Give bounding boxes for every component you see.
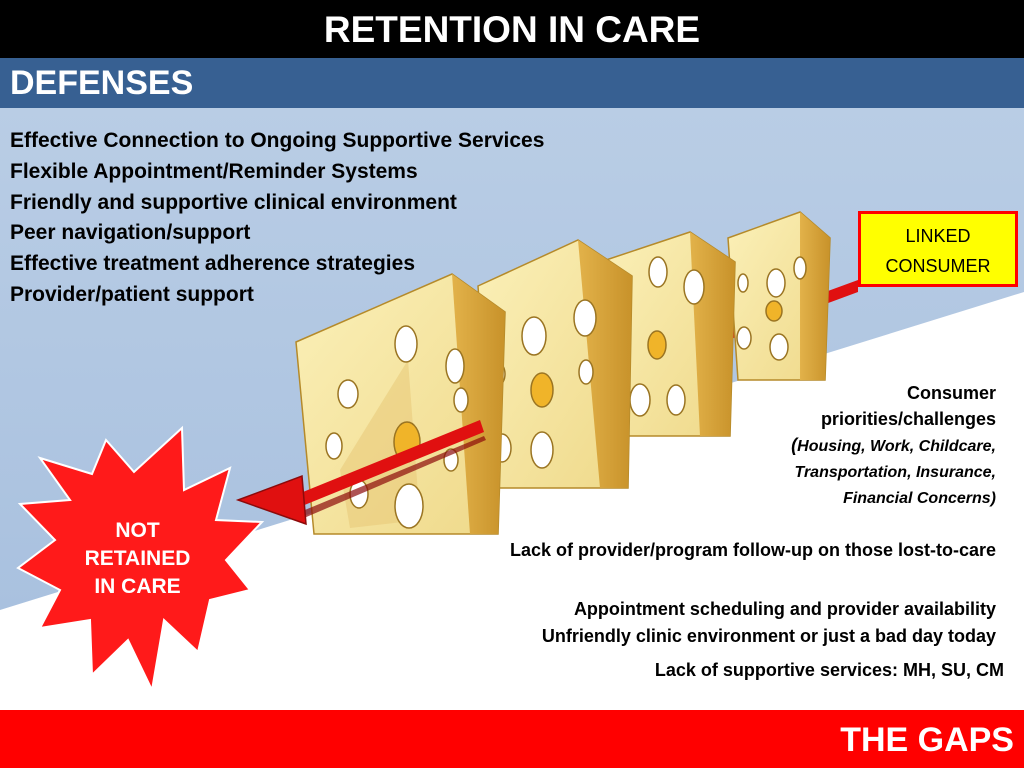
defense-item: Provider/patient support — [10, 282, 254, 306]
defense-item: Flexible Appointment/Reminder Systems — [10, 159, 418, 183]
not-retained-line1: NOT — [115, 519, 160, 542]
consumer-priorities-note: Consumer priorities/challenges (Housing,… — [676, 380, 996, 512]
gap-item: Lack of provider/program follow-up on th… — [509, 540, 996, 560]
defense-item: Effective Connection to Ongoing Supporti… — [10, 129, 545, 152]
consumer-note-line3: Housing, Work, Childcare, — [797, 438, 996, 455]
not-retained-line3: IN CARE — [94, 575, 181, 598]
gaps-bar-bg — [0, 710, 1024, 768]
defense-item: Friendly and supportive clinical environ… — [10, 190, 457, 214]
defense-item: Peer navigation/support — [10, 221, 251, 245]
linked-consumer-line2: CONSUMER — [885, 256, 991, 276]
linked-consumer-box: LINKED CONSUMER — [858, 211, 1018, 287]
cheese-slice-3 — [599, 231, 736, 437]
consumer-note-line4: Transportation, Insurance, — [794, 464, 996, 481]
consumer-note-line1: Consumer — [906, 383, 996, 403]
not-retained-line2: RETAINED — [84, 547, 191, 570]
not-retained-starburst — [16, 425, 265, 694]
arrow-head — [235, 474, 307, 526]
gap-item: Lack of supportive services: MH, SU, CM — [654, 660, 1004, 680]
defense-item: Effective treatment adherence strategies — [10, 252, 415, 276]
defenses-heading: DEFENSES — [0, 58, 1024, 108]
consumer-note-line2: priorities/challenges — [820, 409, 996, 429]
gaps-heading: THE GAPS — [840, 721, 1014, 759]
cheese-slice-2 — [477, 239, 633, 489]
linked-consumer-line1: LINKED — [905, 226, 971, 246]
arrow-shaft-front — [298, 420, 484, 506]
consumer-note-paren: ( — [791, 435, 798, 455]
consumer-note-line5: Financial Concerns) — [843, 490, 996, 507]
gap-item: Unfriendly clinic environment or just a … — [541, 626, 996, 646]
defenses-list: Effective Connection to Ongoing Supporti… — [10, 126, 544, 311]
slide-title: RETENTION IN CARE — [0, 0, 1024, 58]
not-retained-label: NOT RETAINED IN CARE — [60, 517, 215, 601]
arrow-shaft-shadow — [300, 436, 486, 518]
gap-item: Appointment scheduling and provider avai… — [573, 599, 996, 619]
cheese-slice-4 — [727, 211, 831, 381]
